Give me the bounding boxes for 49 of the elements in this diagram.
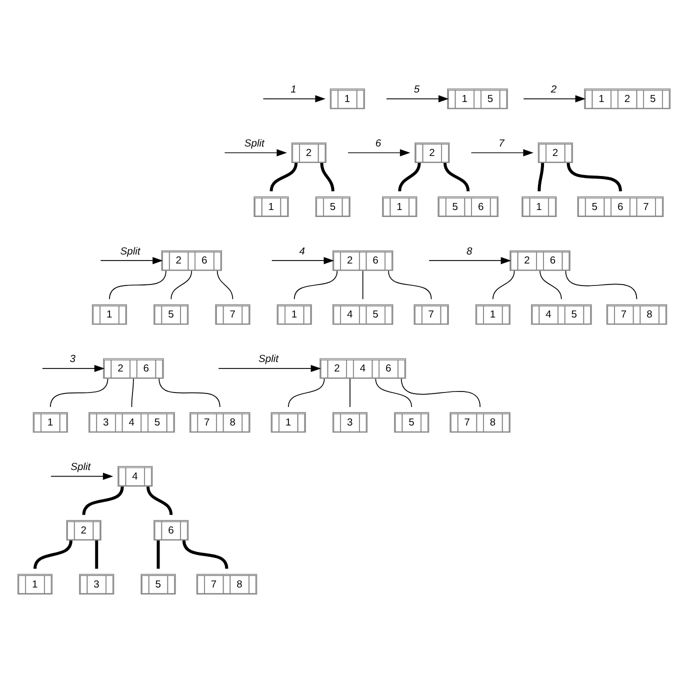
- arrow: [42, 364, 105, 372]
- connector: [170, 270, 192, 300]
- edge-label: Split: [70, 462, 91, 473]
- edge-label: 3: [70, 354, 76, 366]
- arrow: [100, 257, 163, 264]
- edge-label: 1: [290, 84, 296, 96]
- arrow: [50, 472, 114, 480]
- arrow: [348, 149, 410, 156]
- edge-label: Split: [120, 246, 140, 258]
- edge-label: 7: [498, 138, 504, 150]
- connector: [109, 270, 166, 300]
- connector: [216, 270, 234, 300]
- connector: [444, 162, 470, 192]
- connector: [398, 162, 421, 192]
- connector: [82, 486, 124, 516]
- connector: [156, 540, 160, 569]
- edge-label: 6: [375, 138, 382, 150]
- arrow: [224, 149, 287, 156]
- connector: [565, 270, 638, 300]
- connector: [362, 270, 364, 300]
- connector: [50, 378, 108, 408]
- arrow: [523, 95, 586, 102]
- arrow: [271, 257, 334, 264]
- arrow: [470, 149, 534, 156]
- connector: [34, 540, 72, 569]
- connector: [492, 270, 515, 300]
- arrow: [428, 257, 512, 264]
- edge-label: 8: [466, 246, 472, 258]
- connector: [400, 378, 481, 408]
- edge-label: Split: [244, 138, 264, 150]
- arrow: [386, 95, 449, 102]
- edge-label: 4: [299, 246, 305, 258]
- connector: [540, 270, 562, 300]
- connector: [288, 378, 325, 408]
- connector: [158, 378, 220, 408]
- edge-label: 5: [414, 84, 420, 96]
- edge-label: 2: [550, 84, 557, 96]
- connector: [320, 162, 334, 192]
- connector: [270, 162, 298, 192]
- connector: [146, 486, 173, 516]
- connector: [294, 270, 338, 300]
- connector: [131, 378, 134, 408]
- connector: [95, 540, 98, 569]
- edge-label: Split: [258, 354, 279, 366]
- arrow: [218, 364, 322, 372]
- arrow: [262, 95, 326, 102]
- connector: [375, 378, 412, 408]
- connector: [538, 163, 544, 192]
- connector: [388, 270, 432, 300]
